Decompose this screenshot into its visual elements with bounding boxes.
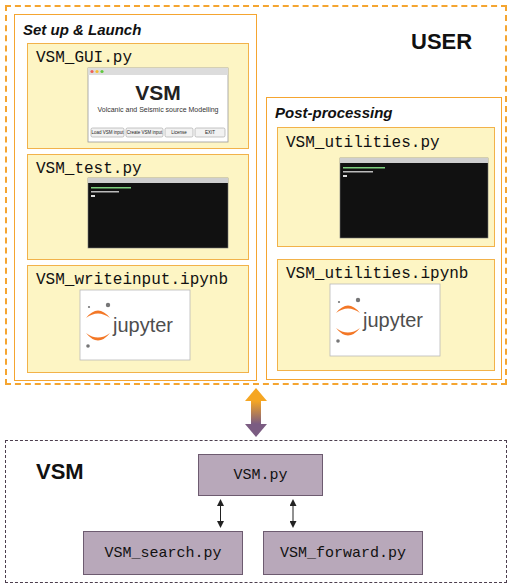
logo-arc [336,328,360,336]
jupyter-logo [330,284,440,356]
gui-screenshot [88,68,228,142]
terminal-window [88,178,228,248]
logo-dot [336,339,340,343]
module-box: VSM_search.py [83,531,243,575]
window-titlebar [88,68,228,75]
module-box: VSM_forward.py [263,531,423,575]
logo-wordmark: jupyter [113,315,173,335]
file-name: VSM_GUI.py [36,50,132,66]
logo-arc [336,306,360,314]
logo-frame [330,284,440,356]
app-subtitle: Volcanic and Seismic source Modelling [88,106,228,113]
logo-dot [338,301,340,303]
terminal-screenshot [340,158,488,238]
group-heading: USER [411,31,472,53]
group-heading: VSM [36,461,84,483]
logo-wordmark: jupyter [363,310,423,330]
group-heading: Set up & Launch [23,22,141,37]
terminal-line [343,171,373,173]
logo-frame [80,290,190,360]
terminal-screenshot [88,178,228,248]
terminal-cursor [343,175,347,177]
gui-button [91,128,124,137]
window-button [95,70,98,73]
logo-dot [86,344,90,348]
gui-button-label: License [165,131,193,136]
group-heading: Post-processing [275,105,393,120]
file-name: VSM_search.py [84,546,242,561]
terminal-line [91,187,131,189]
file-name: VSM.py [199,468,322,483]
file-name: VSM_forward.py [264,546,422,561]
gui-button-label: Load VSM input [91,131,124,136]
terminal-titlebar [88,178,228,183]
gui-button [165,128,193,137]
jupyter-logo [80,290,190,360]
gui-button-label: EXIT [195,131,225,136]
terminal-titlebar [340,158,488,163]
app-logo-text: VSM [88,82,228,103]
terminal-cursor [91,195,95,197]
connector-arrow [220,506,221,521]
group-box: VSM VSM.pyVSM_search.py VSM_forward.py [5,440,507,583]
logo-arc [86,333,110,341]
module-box: VSM.py [198,454,323,496]
logo-dot [356,298,360,302]
gui-button [195,128,225,137]
double-arrow [251,401,261,424]
terminal-window [340,158,488,238]
window-button [100,70,103,73]
logo-dot [106,303,110,307]
window-frame [88,68,228,142]
logo-dot [88,306,90,308]
window-button [90,70,93,73]
connector-arrow [293,506,294,521]
terminal-line [91,191,119,193]
gui-button [126,128,163,137]
file-name: VSM_utilities.ipynb [286,266,468,282]
file-name: VSM_test.py [36,161,142,177]
gui-button-label: Create VSM input [126,131,163,136]
terminal-line [343,167,385,169]
logo-arc [86,311,110,319]
file-name: VSM_writeinput.ipynb [36,272,228,288]
file-name: VSM_utilities.py [286,135,440,151]
